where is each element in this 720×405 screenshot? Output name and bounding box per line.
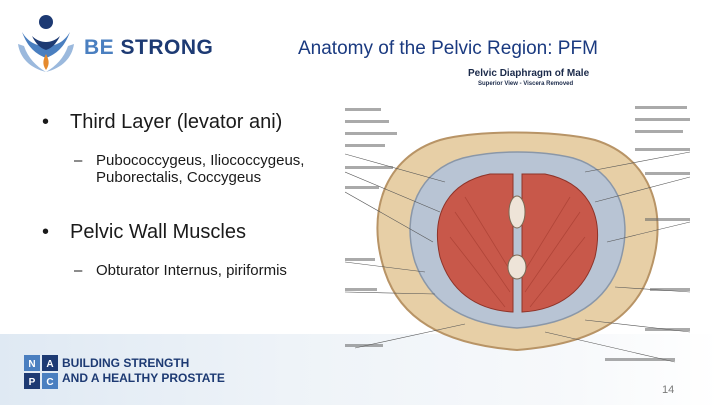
bullet-text: Pelvic Wall Muscles	[70, 221, 246, 243]
slide-title: Anatomy of the Pelvic Region: PFM	[298, 38, 598, 59]
sub-bullet-marker: –	[74, 152, 83, 169]
badge-letter: P	[29, 377, 36, 388]
pelvic-diaphragm-illustration	[344, 62, 691, 382]
sub-bullet-marker: –	[74, 262, 83, 279]
napc-badge: N A P C	[24, 355, 58, 389]
badge-letter: C	[46, 377, 53, 388]
bullet-marker: •	[42, 111, 50, 133]
person-figure-icon	[18, 15, 74, 72]
figure-subtitle: Superior View - Viscera Removed	[478, 81, 574, 87]
footer-line-2: AND A HEALTHY PROSTATE	[62, 371, 225, 385]
badge-letter: N	[28, 359, 35, 370]
badge-letter: A	[46, 359, 53, 370]
logo-wordmark: BE STRONG	[84, 36, 213, 60]
page-number: 14	[662, 384, 675, 396]
sub-bullet-text: Obturator Internus, piriformis	[96, 262, 287, 279]
footer-tagline: BUILDING STRENGTH AND A HEALTHY PROSTATE	[62, 356, 225, 386]
logo-text-be: BE	[84, 36, 115, 59]
be-strong-logo: BE STRONG	[14, 14, 214, 78]
bullet-marker: •	[42, 221, 50, 243]
footer-line-1: BUILDING STRENGTH	[62, 356, 190, 370]
logo-text-strong: STRONG	[120, 36, 214, 59]
figure-title: Pelvic Diaphragm of Male	[468, 68, 590, 79]
bullet-text: Third Layer (levator ani)	[70, 111, 283, 133]
sub-bullet-text: Pubococcygeus, Iliococcygeus, Puborectal…	[96, 152, 305, 186]
